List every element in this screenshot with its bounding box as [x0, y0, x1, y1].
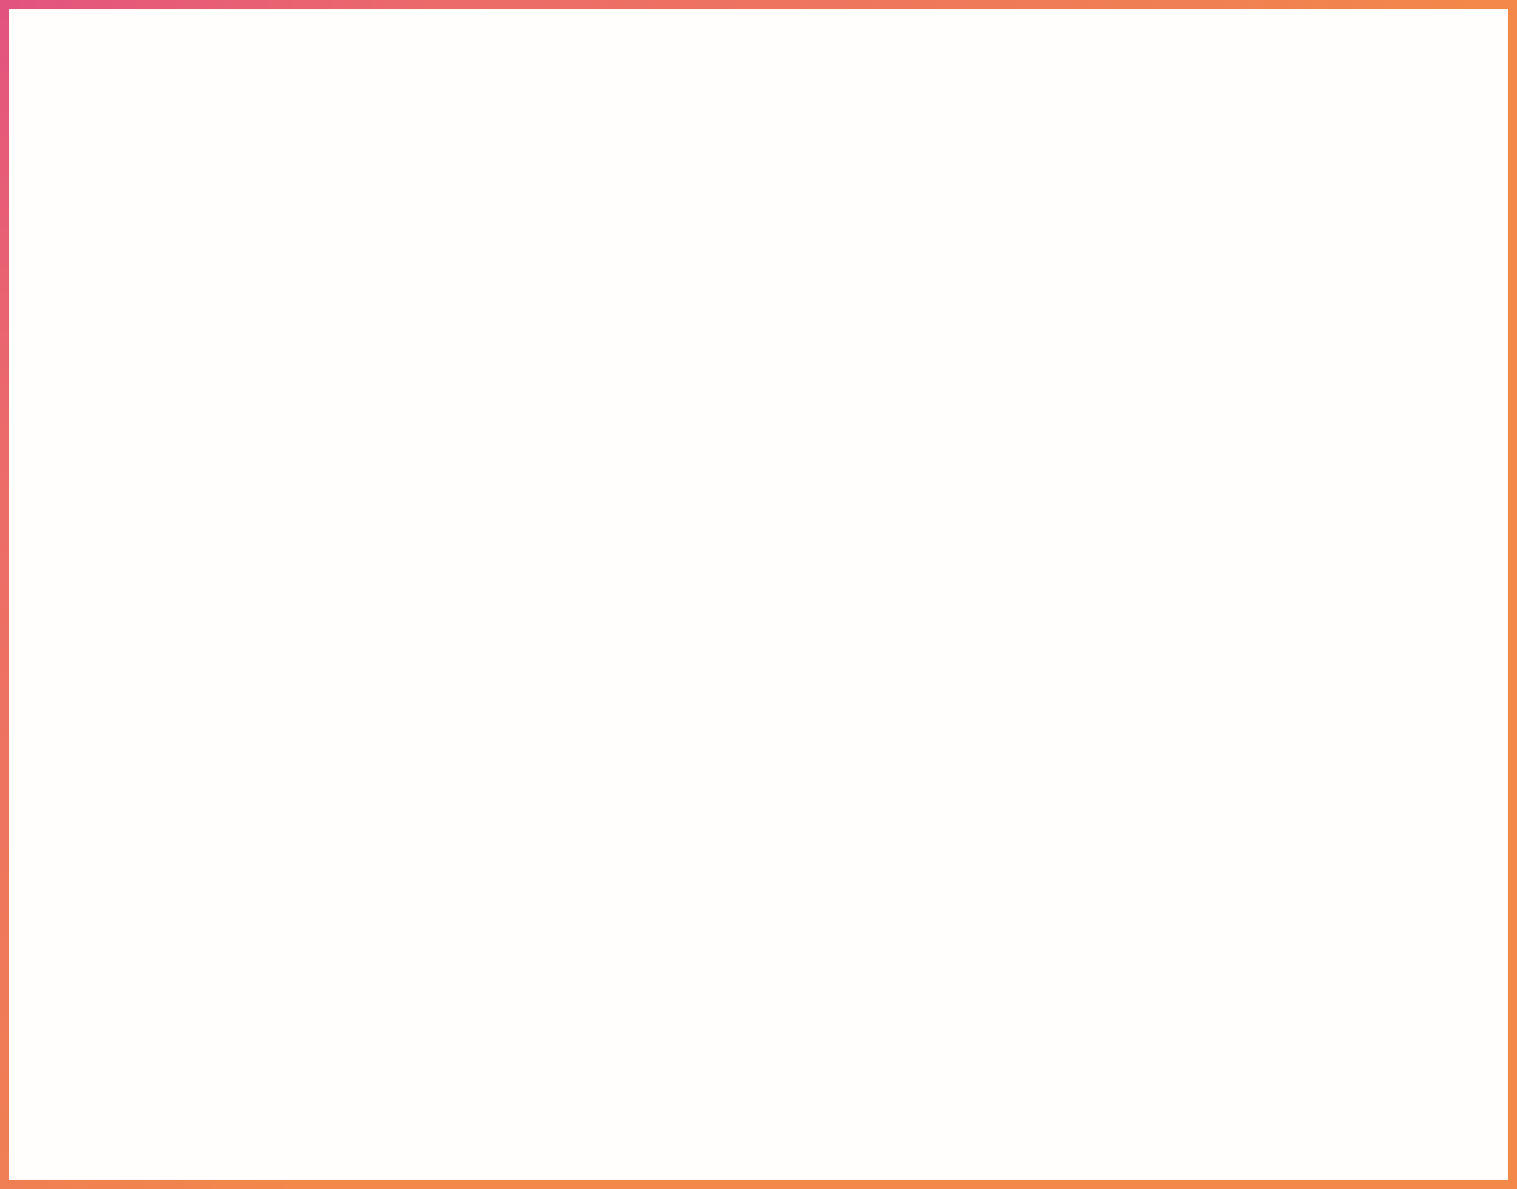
- page-canvas: [11, 11, 1506, 1178]
